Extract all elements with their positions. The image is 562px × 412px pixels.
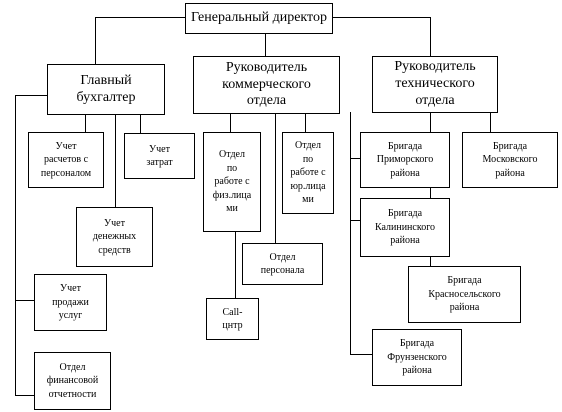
team-kalininsky-box: Бригада Калининского района — [360, 198, 450, 257]
connector-ceo-technical-head — [332, 17, 431, 56]
individuals-dept-box: Отдел по работе с физ.лица ми — [203, 132, 261, 232]
commercial-head-box: Руководитель коммерческого отдела — [193, 56, 340, 114]
payroll-accounting-box: Учет расчетов с персоналом — [28, 132, 104, 188]
team-moskovsky-box: Бригада Московского района — [462, 132, 558, 188]
cost-accounting-box: Учет затрат — [124, 133, 195, 179]
team-frunzensky-box: Бригада Фрунзенского района — [372, 329, 462, 386]
cash-accounting-box: Учет денежных средств — [76, 207, 153, 267]
chief-accountant-box: Главный бухгалтер — [47, 64, 165, 115]
team-krasnoselsky-box: Бригада Красносельского района — [408, 266, 521, 323]
sales-accounting-box: Учет продажи услуг — [34, 274, 107, 331]
connector-ceo-chief-accountant — [95, 17, 186, 64]
technical-head-box: Руководитель технического отдела — [372, 56, 498, 113]
hr-dept-box: Отдел персонала — [242, 243, 323, 285]
ceo-box: Генеральный директор — [185, 3, 333, 34]
team-primorsky-box: Бригада Приморского района — [360, 132, 450, 188]
financial-reporting-box: Отдел финансовой отчетности — [34, 352, 111, 410]
call-center-box: Call- цнтр — [206, 298, 259, 340]
legal-entities-dept-box: Отдел по работе с юр.лица ми — [282, 132, 334, 214]
